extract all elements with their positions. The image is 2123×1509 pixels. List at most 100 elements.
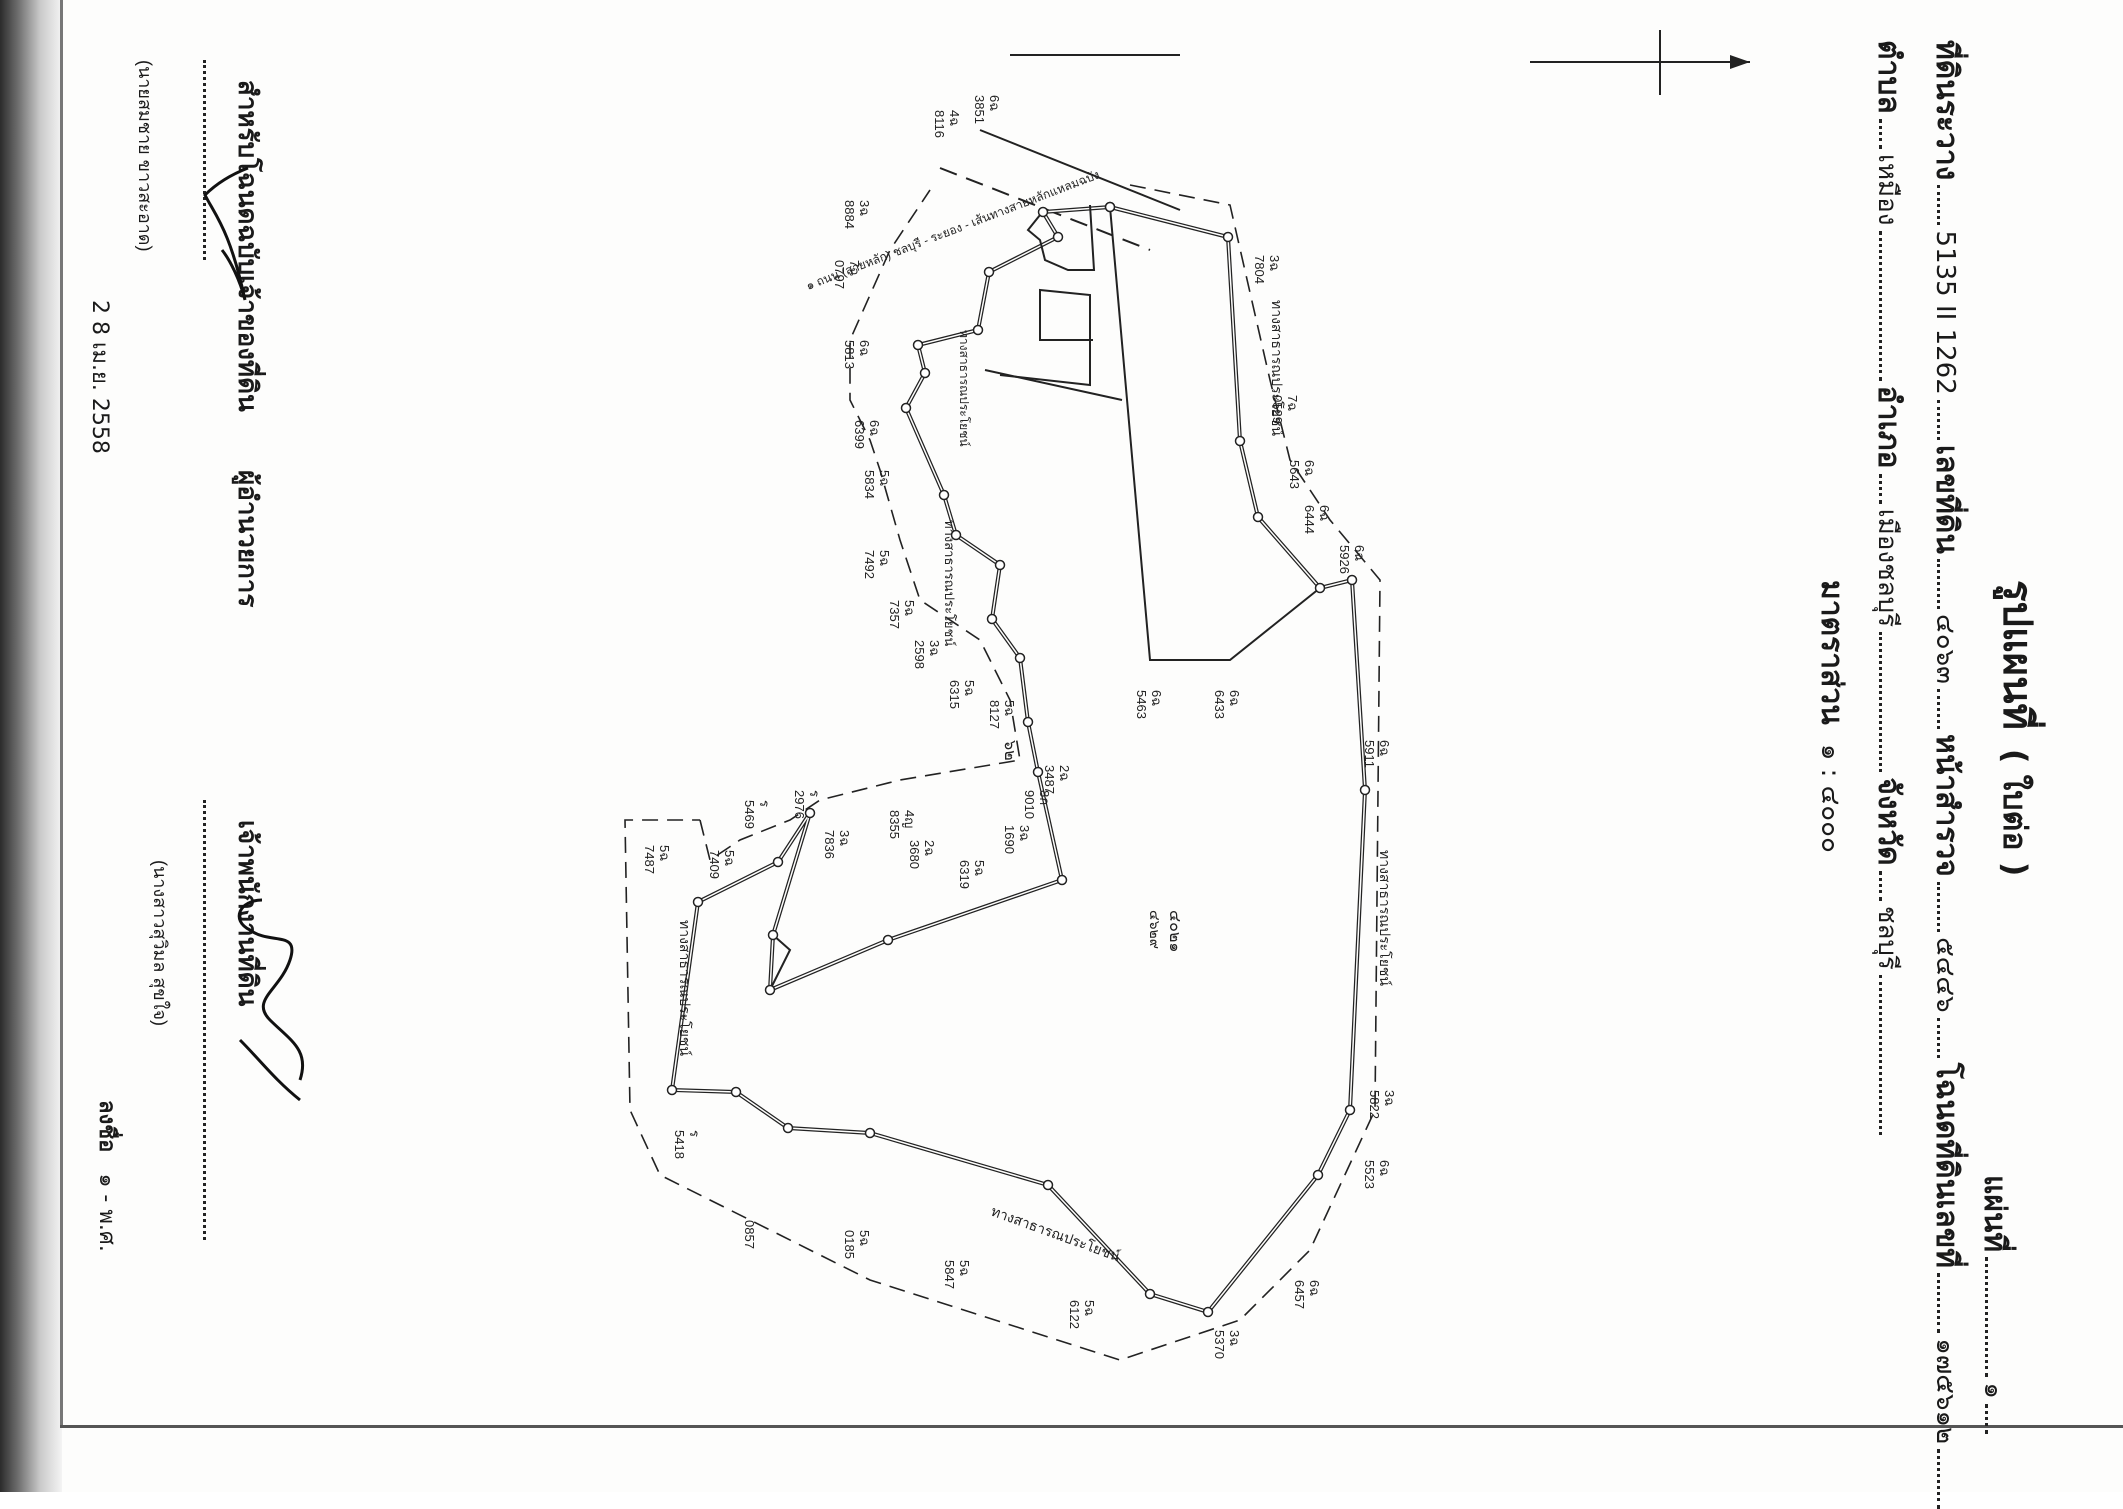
scan-edge-shadow <box>0 0 62 1492</box>
left-border-line <box>60 0 63 1428</box>
boundary-marker-label: 0857 <box>742 1220 757 1249</box>
vertex-marker <box>912 339 924 351</box>
boundary-marker-label: 8ก9010 <box>1022 790 1052 819</box>
neighbour-label: ๖๒ <box>1001 740 1018 761</box>
boundary-marker-label: 5ฉ7487 <box>642 845 672 874</box>
vertex-markers <box>666 201 1371 1318</box>
boundary-marker-label: 4ฉ8116 <box>932 110 962 138</box>
vertex-marker <box>919 367 931 379</box>
boundary-marker-label: 5ฉ6319 <box>957 860 987 889</box>
vertex-marker <box>1032 766 1044 778</box>
vertex-marker <box>767 929 779 941</box>
road-label-inner-2: ทางสาธารณประโยชน์ <box>957 330 971 447</box>
boundary-marker-label: 6ฉ6433 <box>1212 690 1242 719</box>
boundary-marker-label: 5ฉ6122 <box>1067 1300 1097 1329</box>
vertex-marker <box>1222 231 1234 243</box>
vertex-marker <box>1042 1179 1054 1191</box>
inner-lines <box>769 204 1321 991</box>
vertex-marker <box>1144 1288 1156 1300</box>
boundary-marker-label: 6ฉ3851 <box>972 95 1002 124</box>
vertex-marker <box>972 324 984 336</box>
signature-bottom <box>237 898 305 1102</box>
boundary-marker-label: 6ฉ5911 <box>1362 740 1392 768</box>
vertex-marker <box>764 984 776 996</box>
vertex-marker <box>994 559 1006 571</box>
vertex-marker <box>1252 511 1264 523</box>
vertex-marker <box>1022 716 1034 728</box>
vertex-marker <box>1234 435 1246 447</box>
boundary-marker-label: 6ฉ6399 <box>852 420 882 449</box>
vertex-marker <box>772 856 784 868</box>
vertex-marker <box>938 489 950 501</box>
vertex-marker <box>692 896 704 908</box>
boundary-marker-label: ร5469 <box>742 800 772 829</box>
boundary-marker-label: 5ฉ0185 <box>842 1230 872 1259</box>
vertex-marker <box>1056 874 1068 886</box>
area-sub-label: ๔๖๒๙ <box>1147 910 1163 949</box>
boundary-marker-label: 5ฉ7492 <box>862 550 892 579</box>
boundary-marker-label: 4ญ8355 <box>887 810 917 839</box>
boundary-marker-label: 6ฉ6457 <box>1292 1280 1322 1309</box>
vertex-marker <box>1312 1169 1324 1181</box>
vertex-marker <box>804 807 816 819</box>
vertex-marker <box>1037 206 1049 218</box>
signature-top <box>203 166 249 301</box>
vertex-marker <box>1344 1104 1356 1116</box>
boundary-marker-label: 3ฉ1690 <box>1002 825 1032 854</box>
vertex-marker <box>1014 652 1026 664</box>
vertex-marker <box>864 1127 876 1139</box>
north-arrow <box>1530 30 1750 95</box>
area-label: ๔๐๒๑ <box>1166 910 1183 953</box>
vertex-marker <box>882 934 894 946</box>
boundary-marker-label: 6ฉ5643 <box>1287 460 1317 489</box>
vertex-marker <box>1202 1306 1214 1318</box>
boundary-marker-label: 2ฉ3680 <box>907 840 937 869</box>
road-label-south: ทางสาธารณประโยชน์ <box>989 1203 1123 1265</box>
boundary-marker-label: ร2976 <box>792 790 822 819</box>
boundary-marker-label: ร5418 <box>672 1130 702 1159</box>
boundary-marker-label: 3ฉ8884 <box>842 200 872 229</box>
vertex-marker <box>1052 231 1064 243</box>
vertex-marker <box>1346 574 1358 586</box>
vertex-marker <box>983 266 995 278</box>
road-label-east: ทางสาธารณประโยชน์ <box>1377 850 1393 986</box>
boundary-marker-label: 5ฉ7409 <box>707 850 737 879</box>
vertex-marker <box>1314 582 1326 594</box>
boundary-marker-label: 6ฉ5523 <box>1362 1160 1392 1189</box>
vertex-marker <box>986 613 998 625</box>
boundary-marker-label: 5ฉ7357 <box>887 600 917 629</box>
boundary-marker-label: 6ฉ5463 <box>1134 690 1164 719</box>
boundary-marker-label: 5ฉ8127 <box>987 700 1017 729</box>
boundary-marker-label: 6ฉ6444 <box>1302 505 1332 534</box>
boundary-marker-label: 5ฉ5834 <box>862 470 892 499</box>
boundary-marker-label: 3ฉ7804 <box>1252 255 1282 284</box>
bottom-border-line <box>60 1425 2123 1428</box>
outer-boundary <box>624 184 1381 1361</box>
vertex-marker <box>1104 201 1116 213</box>
vertex-marker <box>1359 784 1371 796</box>
boundary-marker-label: 7ฉ0529 <box>1270 395 1300 424</box>
vertex-marker <box>730 1086 742 1098</box>
road-label-inner: ทางสาธารณประโยชน์ <box>942 520 957 646</box>
boundary-marker-label: 6ฉ5926 <box>1337 545 1367 574</box>
road-label-west: ทางสาธารณประโยชน์ <box>677 920 693 1056</box>
boundary-marker-label: 6ฉ5813 <box>842 340 872 369</box>
boundary-marker-label: 5ฉ5847 <box>942 1260 972 1289</box>
boundary-marker-label: 3ฉ5370 <box>1212 1330 1242 1359</box>
boundary-marker-label: 3ฉ7836 <box>822 830 852 859</box>
boundary-marker-label: 5ฉ6315 <box>947 680 977 709</box>
boundary-marker-label: 7ฉ0797 <box>832 260 862 289</box>
vertex-marker <box>782 1122 794 1134</box>
parcel-boundary <box>669 205 1368 1315</box>
road-label-north: ทางสาธารณประโยชน์ <box>1269 300 1285 436</box>
boundary-marker-label: 3ฉ2598 <box>912 640 942 669</box>
vertex-marker <box>900 402 912 414</box>
boundary-marker-label: 2ฉ3487 <box>1042 765 1072 794</box>
vertex-marker <box>950 529 962 541</box>
vertex-marker <box>666 1084 678 1096</box>
boundary-marker-label: 3ฉ5822 <box>1367 1090 1397 1119</box>
